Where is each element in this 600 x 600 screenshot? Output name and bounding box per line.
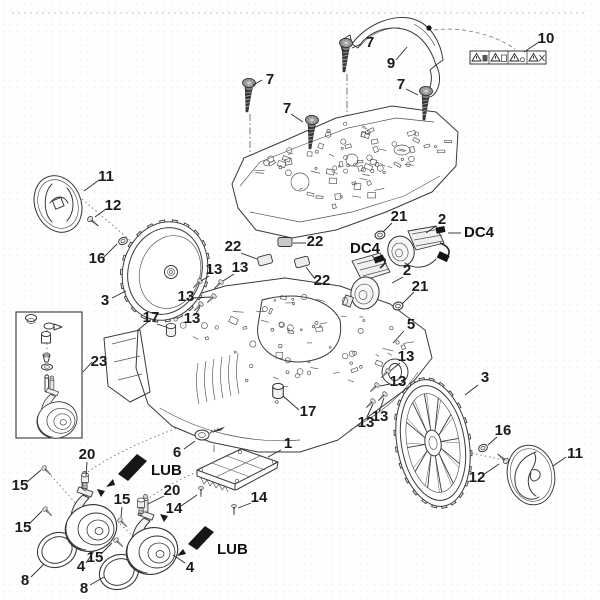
washer-icon <box>116 235 130 247</box>
callout-14b: 14 <box>251 489 268 506</box>
screw-icon <box>231 504 237 516</box>
callout-13c: 13 <box>178 288 195 305</box>
screw-icon <box>337 37 354 73</box>
pictogram-icon <box>482 55 488 62</box>
callout-labels: 7 7 7 7 9 10 11 12 16 3 23 17 13 13 13 1… <box>12 30 583 597</box>
callout-12a: 12 <box>105 197 122 214</box>
lub-arrow-icon <box>177 526 214 556</box>
callout-16a: 16 <box>89 250 106 267</box>
callout-15d: 15 <box>87 549 104 566</box>
drive-motor-top <box>387 225 450 268</box>
plug-icon <box>165 322 177 338</box>
callout-15b: 15 <box>15 519 32 536</box>
pictogram-icon <box>539 54 545 62</box>
screw-icon <box>86 214 101 229</box>
callout-9: 9 <box>387 55 395 72</box>
pad-icon <box>256 253 274 267</box>
callout-7b: 7 <box>266 71 274 88</box>
screw-icon <box>240 77 257 113</box>
callout-22a: 22 <box>225 238 242 255</box>
callout-7a: 7 <box>366 34 374 51</box>
drive-motor-bottom <box>342 252 391 310</box>
hub-cap-left <box>33 175 83 233</box>
callout-13h: 13 <box>358 414 375 431</box>
pictogram-icon <box>501 54 507 62</box>
callout-2a: 2 <box>438 211 446 228</box>
callout-14a: 14 <box>166 500 183 517</box>
callout-11a: 11 <box>98 168 114 185</box>
pictogram-icon <box>520 57 525 62</box>
callout-20b: 20 <box>164 482 181 499</box>
callout-4a: 4 <box>77 558 86 575</box>
label-lub-a: LUB <box>151 462 182 479</box>
callout-13d: 13 <box>184 310 201 327</box>
stem-bolt-icon <box>81 472 89 491</box>
grease-point-arrow-icon <box>97 489 105 497</box>
rear-wheel-left <box>119 219 211 323</box>
callout-21a: 21 <box>391 208 408 225</box>
callout-8a: 8 <box>21 572 29 589</box>
callout-1: 1 <box>284 435 292 452</box>
grease-point-arrow-icon <box>160 514 168 522</box>
callout-15a: 15 <box>12 477 29 494</box>
callout-23: 23 <box>91 353 108 370</box>
label-lub-b: LUB <box>217 541 248 558</box>
callout-7d: 7 <box>397 76 405 93</box>
callout-20a: 20 <box>79 446 96 463</box>
callout-15c: 15 <box>114 491 131 508</box>
callout-17b: 17 <box>300 403 317 420</box>
callout-16b: 16 <box>495 422 512 439</box>
lower-chassis <box>103 277 433 453</box>
washer-icon <box>476 442 490 454</box>
callout-5: 5 <box>407 316 415 333</box>
rear-wheel-right <box>393 377 473 509</box>
callout-6: 6 <box>173 444 181 461</box>
shoulder-screw-6 <box>194 426 225 441</box>
callout-3b: 3 <box>481 369 489 386</box>
screw-icon <box>198 486 204 498</box>
handle-screw-dot <box>426 25 432 31</box>
warning-label-strip <box>469 50 547 65</box>
callout-7c: 7 <box>283 100 291 117</box>
callout-11b: 11 <box>567 445 583 462</box>
hub-cap-right <box>506 444 556 506</box>
callout-12b: 12 <box>469 469 486 486</box>
plug-icon <box>272 382 284 400</box>
label-dc4-top: DC4 <box>464 224 495 241</box>
caster-assembly-box <box>15 311 83 445</box>
callout-13f: 13 <box>390 373 407 390</box>
callout-17a: 17 <box>143 309 160 326</box>
callout-10: 10 <box>538 30 555 47</box>
callout-2b: 2 <box>403 262 411 279</box>
baseplate-tray <box>196 448 279 493</box>
callout-13a: 13 <box>206 261 223 278</box>
callout-13g: 13 <box>372 408 389 425</box>
cable-connector-icon <box>436 251 450 263</box>
pad-icon <box>277 237 293 247</box>
callout-22b: 22 <box>307 233 324 250</box>
callout-21b: 21 <box>412 278 429 295</box>
cable-connector-icon <box>373 254 385 264</box>
upper-chassis <box>231 105 459 239</box>
callout-3a: 3 <box>101 292 109 309</box>
callout-8b: 8 <box>80 580 88 597</box>
stem-bolt-icon <box>137 497 145 516</box>
callout-13b: 13 <box>232 259 249 276</box>
callout-22c: 22 <box>314 272 331 289</box>
callout-4b: 4 <box>186 559 195 576</box>
label-dc4-bottom: DC4 <box>350 240 381 257</box>
screw-icon <box>495 451 510 466</box>
callout-13e: 13 <box>398 348 415 365</box>
pad-icon <box>293 255 311 269</box>
cable-connector-icon <box>435 226 446 234</box>
lub-arrow-icon <box>106 454 147 487</box>
callout-leader-lines <box>26 41 567 586</box>
